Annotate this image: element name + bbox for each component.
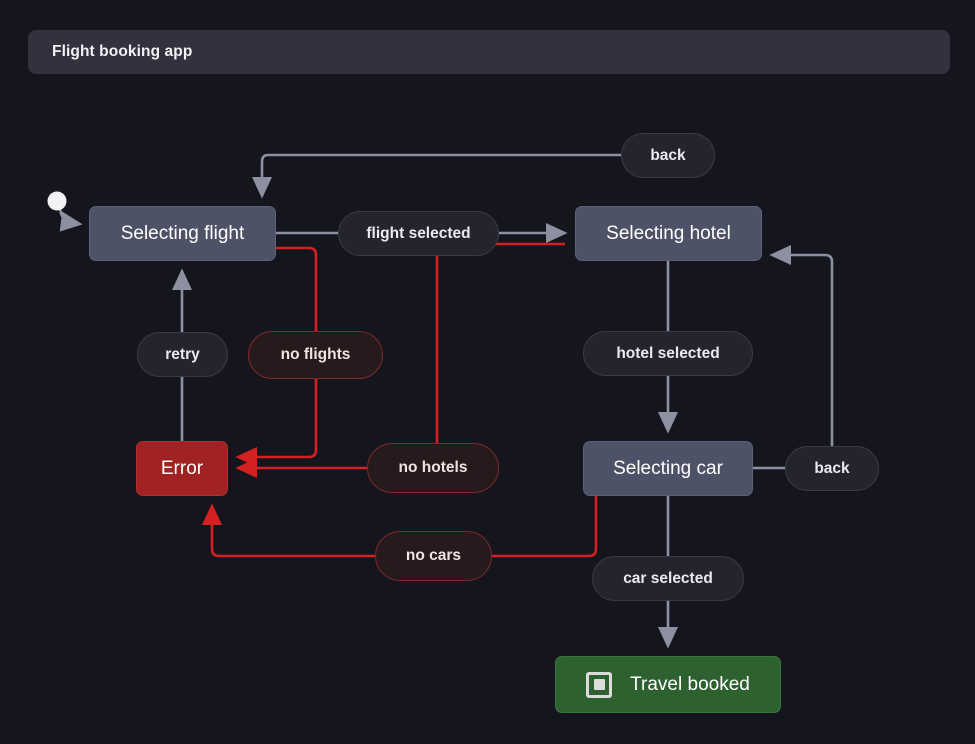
transition-label-text: no cars (405, 547, 462, 564)
transition-label-text: flight selected (366, 224, 471, 242)
transition-label-back-hotel-to-flight[interactable]: back (621, 133, 715, 178)
state-node-error[interactable]: Error (136, 441, 228, 496)
transition-label-no-hotels[interactable]: no hotels (367, 443, 499, 493)
transition-label-car-selected[interactable]: car selected (592, 556, 744, 601)
state-label: Selecting flight (120, 222, 245, 244)
state-node-selecting-hotel[interactable]: Selecting hotel (575, 206, 762, 261)
transition-label-hotel-selected[interactable]: hotel selected (583, 331, 753, 376)
final-state-icon (586, 671, 613, 698)
state-node-travel-booked[interactable]: Travel booked (555, 656, 781, 713)
state-node-selecting-car[interactable]: Selecting car (583, 441, 753, 496)
transition-label-text: no flights (280, 346, 351, 363)
transition-label-text: hotel selected (616, 344, 720, 362)
transition-label-no-cars[interactable]: no cars (375, 531, 492, 581)
transition-label-flight-selected[interactable]: flight selected (338, 211, 499, 256)
transition-label-text: back (814, 459, 850, 477)
app-titlebar: Flight booking app (28, 30, 950, 74)
transition-label-no-flights[interactable]: no flights (248, 331, 383, 379)
state-label: Selecting hotel (606, 222, 731, 244)
state-label: Selecting car (613, 457, 723, 479)
transition-label-text: back (650, 146, 686, 164)
transition-label-retry[interactable]: retry (137, 332, 228, 377)
transition-label-back-car-to-hotel[interactable]: back (785, 446, 879, 491)
state-label: Travel booked (630, 673, 750, 695)
transition-label-text: retry (165, 345, 200, 363)
initial-state-dot (47, 191, 67, 211)
state-node-selecting-flight[interactable]: Selecting flight (89, 206, 276, 261)
page-title: Flight booking app (52, 43, 193, 60)
transition-label-text: no hotels (398, 459, 468, 476)
state-label: Error (160, 457, 204, 479)
transition-label-text: car selected (623, 569, 713, 587)
